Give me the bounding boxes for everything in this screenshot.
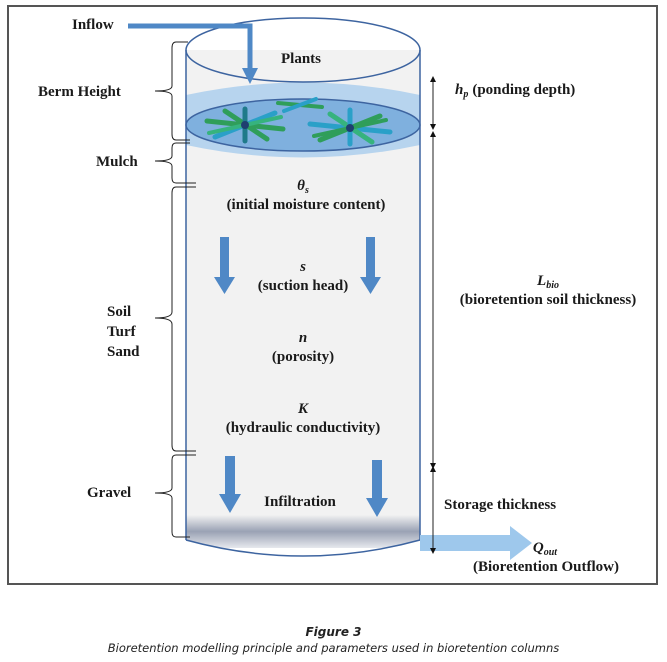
- plants-icon: [204, 97, 393, 147]
- soil-brace: [154, 186, 196, 452]
- down-arrow-icon: [366, 460, 388, 517]
- inflow-arrow: [128, 23, 258, 84]
- k-description: (hydraulic conductivity): [226, 420, 381, 436]
- k-symbol: K: [297, 401, 309, 417]
- berm-brace: [154, 41, 190, 141]
- sand-label: Sand: [107, 344, 140, 360]
- lbio-description: (bioretention soil thickness): [460, 292, 636, 308]
- caption-subtitle: Bioretention modelling principle and par…: [107, 641, 560, 655]
- n-description: (porosity): [272, 349, 334, 365]
- plants-label: Plants: [281, 51, 321, 67]
- soil-label: Soil: [107, 304, 131, 320]
- caption-title: Figure 3: [305, 625, 362, 639]
- column-bottom-curve: [186, 540, 420, 558]
- s-description: (suction head): [258, 278, 348, 294]
- down-arrow-icon: [360, 237, 381, 294]
- gravel-brace: [154, 454, 196, 538]
- infiltration-label: Infiltration: [264, 494, 336, 510]
- figure-frame: [7, 5, 658, 585]
- bioretention-diagram: Inflow Plants Berm Height Mulch Soil Tur…: [38, 17, 636, 575]
- gravel-label: Gravel: [87, 485, 131, 501]
- s-symbol: s: [299, 259, 306, 275]
- qout-symbol: Qout: [533, 540, 558, 558]
- berm-height-label: Berm Height: [38, 84, 121, 100]
- ponding-depth-label: hp(ponding depth): [455, 82, 575, 100]
- down-arrow-icon: [219, 456, 241, 513]
- turf-label: Turf: [107, 324, 137, 340]
- lbio-symbol: Lbio: [536, 273, 559, 291]
- gravel-bottom-shade: [186, 515, 420, 548]
- down-arrow-icon: [214, 237, 235, 294]
- theta-symbol: θs: [297, 178, 309, 196]
- mulch-brace: [154, 142, 196, 184]
- mulch-label: Mulch: [96, 154, 138, 170]
- inflow-label: Inflow: [72, 17, 114, 33]
- figure-caption: Figure 3 Bioretention modelling principl…: [0, 624, 667, 656]
- outflow-arrow: [420, 526, 532, 560]
- outflow-description: (Bioretention Outflow): [473, 559, 619, 575]
- n-symbol: n: [299, 330, 307, 346]
- theta-description: (initial moisture content): [227, 197, 386, 213]
- left-braces: [154, 41, 196, 538]
- storage-thickness-label: Storage thickness: [444, 497, 556, 513]
